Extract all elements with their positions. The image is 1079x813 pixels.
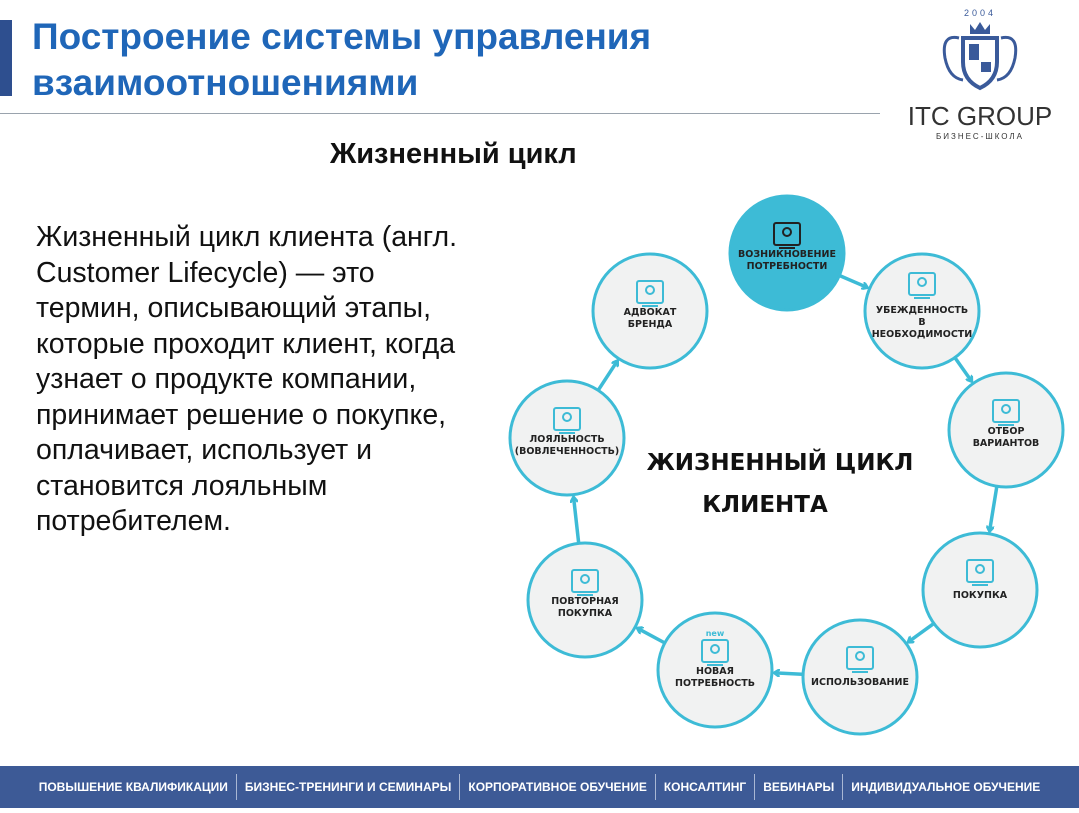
thumbs-up-icon [636,280,664,307]
cycle-arrow [574,498,581,543]
stage-circle [508,379,626,497]
diagram-center-line-2: КЛИЕНТА [702,492,828,518]
stage-label: ПОВТОРНАЯ [551,596,618,607]
logo-year: 2004 [963,8,997,18]
product-star-icon [908,272,936,299]
stage-circle [863,252,981,370]
title-divider [0,113,880,114]
stage-label: БРЕНДА [628,319,673,330]
new-badge: new [706,629,725,638]
stage-circle [947,371,1065,489]
rating-icon [553,407,581,434]
repeat-purchase-icon [571,569,599,596]
diagram-center-line-1: ЖИЗНЕННЫЙ ЦИКЛ [647,448,914,476]
stage-label: ПОТРЕБНОСТЬ [675,678,755,689]
slide-title: Построение системы управления взаимоотно… [32,14,651,106]
stage-label: ПОКУПКА [558,608,613,619]
logo-name: ITC GROUP [907,101,1053,131]
crest-icon [942,22,1018,91]
title-line-2: взаимоотношениями [32,62,419,103]
stage-label: ОТБОР [988,426,1025,437]
footer-item[interactable]: КОРПОРАТИВНОЕ ОБУЧЕНИЕ [460,774,656,800]
stage-5: ИСПОЛЬЗОВАНИЕ [801,618,919,736]
itc-group-logo: 2004 ITC GROUP БИЗНЕС-ШКОЛА [900,8,1060,148]
section-heading: Жизненный цикл [330,138,577,170]
footer-item[interactable]: ПОВЫШЕНИЕ КВАЛИФИКАЦИИ [31,774,237,800]
stage-label: АДВОКАТ [624,307,677,318]
stage-circle [526,541,644,659]
cycle-arrow [954,357,971,381]
footer-item[interactable]: ВЕБИНАРЫ [755,774,844,800]
stage-label: (ВОВЛЕЧЕННОСТЬ) [515,446,619,457]
stage-circle [801,618,919,736]
stage-label: ПОКУПКА [953,590,1008,601]
stage-8: ЛОЯЛЬНОСТЬ(ВОВЛЕЧЕННОСТЬ) [508,379,626,497]
new-idea-icon [701,639,729,666]
stage-circle [728,194,846,312]
stage-circle [656,611,774,729]
footer-item[interactable]: ИНДИВИДУАЛЬНОЕ ОБУЧЕНИЕ [851,780,1041,794]
stage-label: ВАРИАНТОВ [973,438,1040,449]
cycle-arrow [597,361,617,391]
footer-item[interactable]: КОНСАЛТИНГ [656,774,756,800]
stage-label: ЛОЯЛЬНОСТЬ [529,434,604,445]
cycle-arrow [638,628,665,645]
idea-person-icon [773,222,801,249]
stage-label: ИСПОЛЬЗОВАНИЕ [811,677,909,688]
lifecycle-diagram: ВОЗНИКНОВЕНИЕПОТРЕБНОСТИУБЕЖДЕННОСТЬВНЕО… [508,194,1065,736]
stage-label: НОВАЯ [696,666,734,677]
stage-circle [591,252,709,370]
cycle-arrow [909,622,935,642]
payment-icon [966,559,994,586]
stage-label: ВОЗНИКНОВЕНИЕ [738,249,836,260]
cycle-arrow [839,274,867,287]
stage-4: ПОКУПКА [921,531,1039,649]
stage-circle [921,531,1039,649]
person-usage-icon [846,646,874,673]
definition-text: Жизненный цикл клиента (англ. Customer L… [36,221,458,537]
logo-subtitle: БИЗНЕС-ШКОЛА [935,132,1024,141]
stage-label: ПОТРЕБНОСТИ [747,261,828,272]
stage-label: В [918,317,925,328]
title-line-1: Построение системы управления [32,16,652,57]
compare-products-icon [992,399,1020,426]
title-accent-bar [0,20,12,96]
cycle-arrow [775,673,803,674]
stage-label: УБЕЖДЕННОСТЬ [876,305,968,316]
footer-item[interactable]: БИЗНЕС-ТРЕНИНГИ И СЕМИНАРЫ [237,774,461,800]
cycle-arrow [990,486,999,531]
stage-label: НЕОБХОДИМОСТИ [872,329,973,340]
